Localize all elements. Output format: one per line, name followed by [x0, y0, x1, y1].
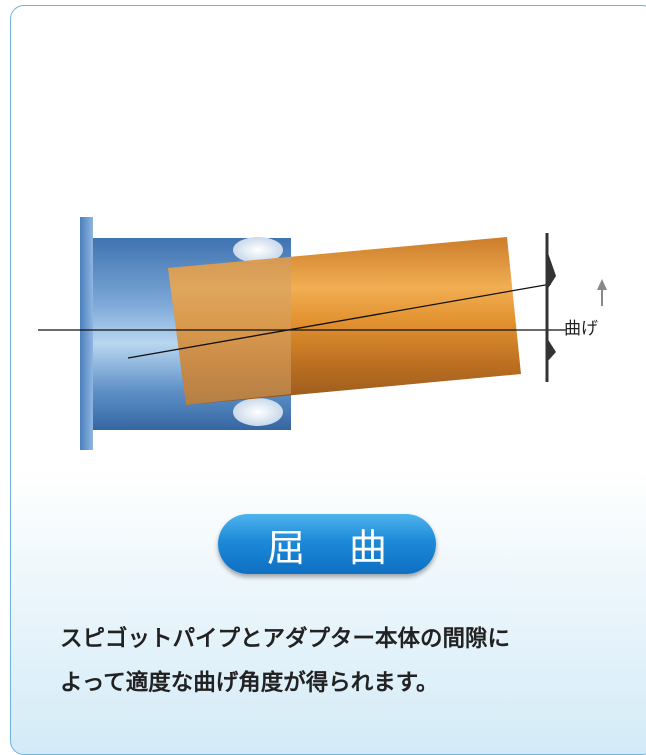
description-line-1: スピゴットパイプとアダプター本体の間隙に [60, 626, 511, 652]
description: スピゴットパイプとアダプター本体の間隙に よって適度な曲げ角度が得られます。 [60, 617, 620, 705]
bend-indicator-lower-tick [547, 338, 556, 362]
description-line-2: よって適度な曲げ角度が得られます。 [60, 670, 439, 696]
seal-top [233, 237, 283, 263]
pipe-inside-housing [168, 257, 291, 405]
badge-char-1: 屈 [266, 525, 305, 570]
badge-char-2: 曲 [349, 525, 388, 570]
bend-indicator-upper-tick [547, 250, 556, 290]
bend-arrow-icon [597, 279, 607, 290]
bending-badge: 屈 曲 [218, 514, 436, 574]
pipe-axis [127, 283, 552, 359]
bend-label: 曲げ [564, 319, 598, 339]
adapter-flange [80, 217, 93, 450]
seal-bottom [233, 398, 283, 426]
